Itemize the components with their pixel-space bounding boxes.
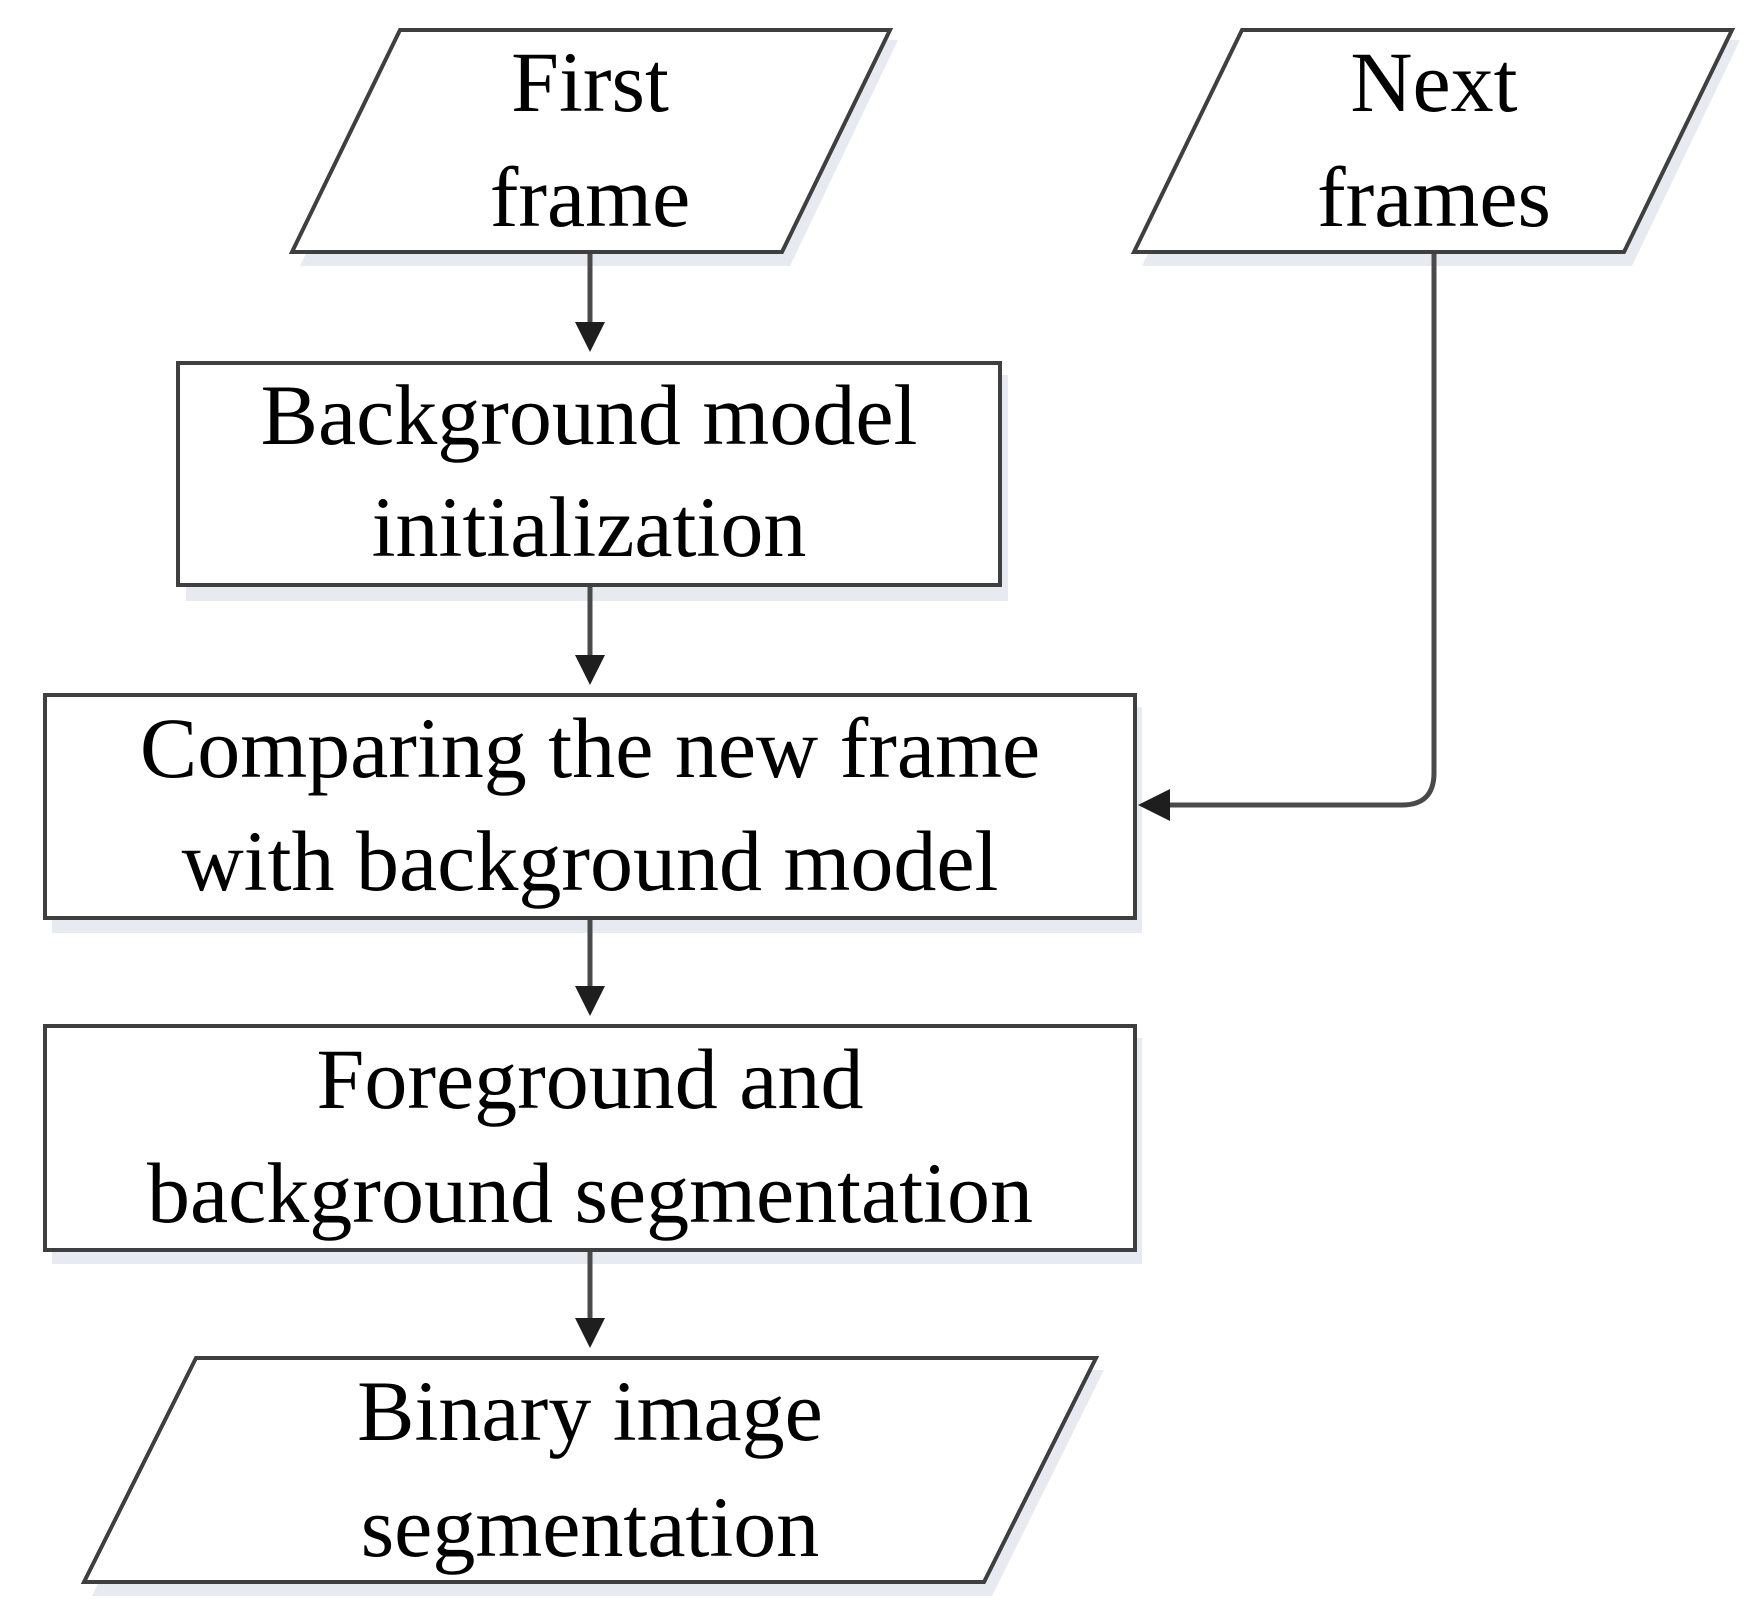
parallelogram-shape (288, 28, 894, 254)
node-comparing-new-frame: Comparing the new frame with background … (43, 693, 1137, 920)
node-label-line: Comparing the new frame (140, 700, 1040, 796)
node-label-line: First (511, 34, 669, 130)
node-label-line: Background model (261, 367, 918, 463)
arrowhead-down-icon (575, 655, 605, 685)
node-binary-image-segmentation: Binary image segmentation (80, 1356, 1100, 1584)
parallelogram-shape (80, 1356, 1100, 1584)
node-label-line: Foreground and (317, 1031, 864, 1127)
arrowhead-down-icon (575, 1318, 605, 1348)
node-label-line: initialization (372, 479, 807, 575)
arrowhead-down-icon (575, 986, 605, 1016)
node-next-frames: Next frames (1130, 28, 1736, 254)
connector-next-frames-to-compare (1160, 252, 1437, 808)
process-box (176, 361, 1002, 587)
arrowhead-left-icon (1138, 789, 1170, 821)
node-label-line: Binary image (357, 1363, 823, 1459)
node-label-line: Next (1350, 34, 1517, 130)
node-label-line: segmentation (361, 1479, 820, 1575)
process-box (43, 693, 1137, 920)
node-foreground-background-segmentation: Foreground and background segmentation (43, 1024, 1137, 1252)
parallelogram-shape (1130, 28, 1736, 254)
connectors (575, 252, 1437, 1348)
node-first-frame: First frame (288, 28, 894, 254)
node-label-line: background segmentation (147, 1145, 1033, 1241)
node-background-model-initialization: Background model initialization (176, 361, 1002, 587)
arrowhead-down-icon (575, 322, 605, 352)
process-box (43, 1024, 1137, 1252)
node-label-line: frames (1317, 149, 1551, 245)
node-label-line: with background model (182, 813, 999, 909)
node-label-line: frame (490, 149, 691, 245)
